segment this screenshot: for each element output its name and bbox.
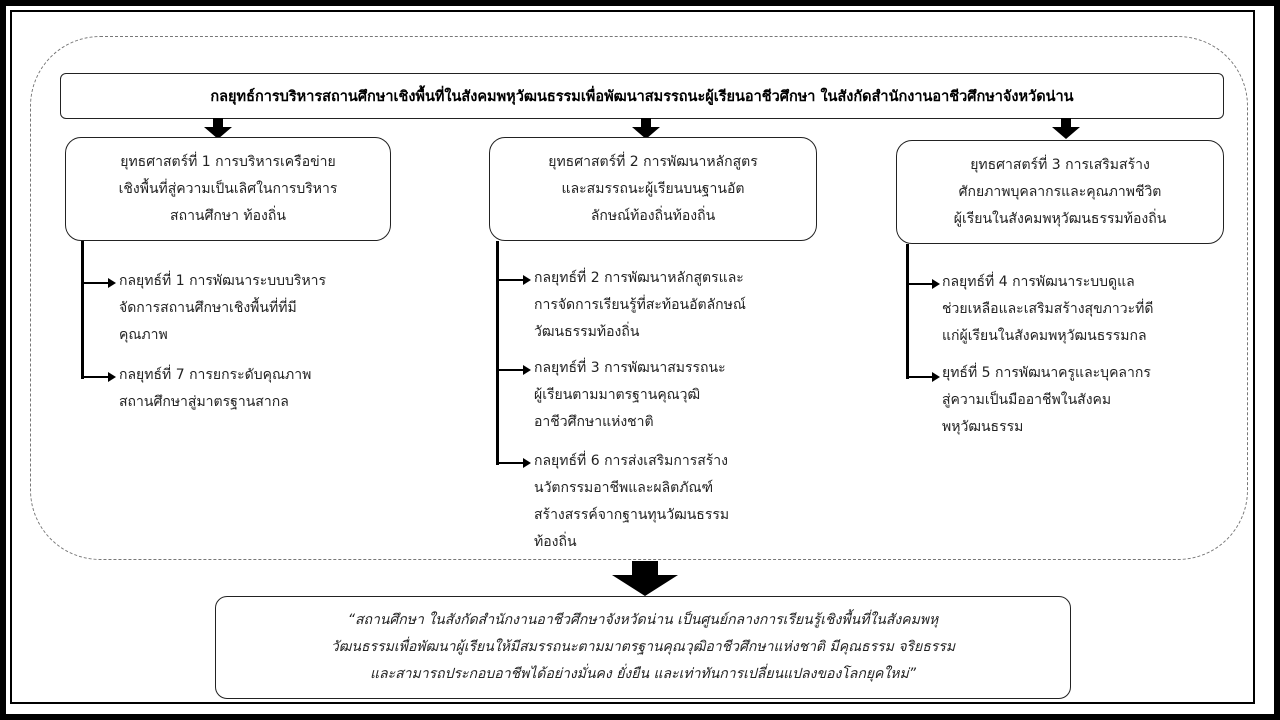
arrow-right-icon (497, 275, 531, 285)
tactic-line: สถานศึกษาสู่มาตรฐานสากล (119, 394, 289, 410)
tactic-line: กลยุทธ์ที่ 6 การส่งเสริมการสร้าง (534, 453, 729, 469)
tactic-line: กลยุทธ์ที่ 2 การพัฒนาหลักสูตรและ (534, 270, 744, 286)
strategy-3-box: ยุทธศาสตร์ที่ 3 การเสริมสร้าง ศักยภาพบุค… (896, 140, 1224, 244)
arrow-right-icon (82, 278, 116, 288)
arrow-down-icon (612, 561, 678, 596)
arrow-right-icon (907, 372, 940, 382)
tactic-line: พหุวัฒนธรรม (942, 419, 1024, 435)
arrow-right-icon (907, 279, 940, 289)
tactic-line: กลยุทธ์ที่ 1 การพัฒนาระบบบริหาร (119, 273, 327, 289)
tactic-line: ยุทธ์ที่ 5 การพัฒนาครูและบุคลากร (942, 365, 1151, 381)
vision-line: และสามารถประกอบอาชีพได้อย่างมั่นคง ยั่งย… (370, 666, 916, 682)
strategy-1-line: สถานศึกษา ท้องถิ่น (170, 207, 286, 224)
tactic-line: คุณภาพ (119, 327, 168, 343)
strategy-3-line: ยุทธศาสตร์ที่ 3 การเสริมสร้าง (970, 156, 1150, 173)
strategy-3-line: ศักยภาพบุคลากรและคุณภาพชีวิต (958, 183, 1162, 200)
strategy-2-line: และสมรรถนะผู้เรียนบนฐานอัต (561, 180, 745, 197)
tactic-4: กลยุทธ์ที่ 4 การพัฒนาระบบดูแล ช่วยเหลือแ… (942, 269, 1153, 350)
strategy-3-connector (906, 244, 909, 379)
tactic-5: ยุทธ์ที่ 5 การพัฒนาครูและบุคลากร สู่ความ… (942, 360, 1151, 441)
vision-line: “สถานศึกษา ในสังกัดสำนักงานอาชีวศึกษาจัง… (347, 612, 939, 628)
tactic-6: กลยุทธ์ที่ 6 การส่งเสริมการสร้าง นวัตกรร… (534, 448, 729, 556)
strategy-1-connector (81, 241, 84, 379)
strategy-2-box: ยุทธศาสตร์ที่ 2 การพัฒนาหลักสูตร และสมรร… (489, 137, 817, 241)
strategy-3-line: ผู้เรียนในสังคมพหุวัฒนธรรมท้องถิ่น (953, 210, 1167, 227)
tactic-line: อาชีวศึกษาแห่งชาติ (534, 414, 654, 430)
arrow-down-icon (632, 118, 660, 139)
tactic-line: จัดการสถานศึกษาเชิงพื้นที่ที่มี (119, 300, 297, 316)
tactic-1: กลยุทธ์ที่ 1 การพัฒนาระบบบริหาร จัดการสถ… (119, 268, 326, 349)
arrow-down-icon (204, 118, 232, 139)
strategy-2-connector (496, 241, 499, 465)
tactic-line: ท้องถิ่น (534, 534, 577, 550)
tactic-3: กลยุทธ์ที่ 3 การพัฒนาสมรรถนะ ผู้เรียนตาม… (534, 355, 726, 436)
tactic-line: ผู้เรียนตามมาตรฐานคุณวุฒิ (534, 387, 701, 403)
tactic-line: กลยุทธ์ที่ 3 การพัฒนาสมรรถนะ (534, 360, 726, 376)
arrow-down-icon (1052, 118, 1080, 139)
arrow-right-icon (497, 365, 531, 375)
tactic-line: ช่วยเหลือและเสริมสร้างสุขภาวะที่ดี (942, 301, 1154, 317)
tactic-line: วัฒนธรรมท้องถิ่น (534, 324, 640, 340)
strategy-1-line: เชิงพื้นที่สู่ความเป็นเลิศในการบริหาร (118, 180, 338, 197)
tactic-line: กลยุทธ์ที่ 4 การพัฒนาระบบดูแล (942, 274, 1135, 290)
strategy-1-line: ยุทธศาสตร์ที่ 1 การบริหารเครือข่าย (120, 153, 336, 170)
tactic-line: การจัดการเรียนรู้ที่สะท้อนอัตลักษณ์ (534, 297, 746, 313)
strategy-1-box: ยุทธศาสตร์ที่ 1 การบริหารเครือข่าย เชิงพ… (65, 137, 391, 241)
main-title: กลยุทธ์การบริหารสถานศึกษาเชิงพื้นที่ในสั… (60, 73, 1224, 119)
strategy-2-line: ลักษณ์ท้องถิ่นท้องถิ่น (590, 207, 716, 224)
outer-frame (10, 10, 1255, 704)
arrow-right-icon (497, 458, 531, 468)
tactic-line: แก่ผู้เรียนในสังคมพหุวัฒนธรรมกล (942, 328, 1147, 344)
tactic-line: สู่ความเป็นมืออาชีพในสังคม (942, 392, 1112, 408)
tactic-2: กลยุทธ์ที่ 2 การพัฒนาหลักสูตรและ การจัดก… (534, 265, 746, 346)
tactic-line: สร้างสรรค์จากฐานทุนวัฒนธรรม (534, 507, 730, 523)
strategy-2-line: ยุทธศาสตร์ที่ 2 การพัฒนาหลักสูตร (548, 153, 758, 170)
tactic-line: นวัตกรรมอาชีพและผลิตภัณฑ์ (534, 480, 714, 496)
vision-line: วัฒนธรรมเพื่อพัฒนาผู้เรียนให้มีสมรรถนะตา… (330, 639, 956, 655)
tactic-line: กลยุทธ์ที่ 7 การยกระดับคุณภาพ (119, 367, 312, 383)
arrow-right-icon (82, 372, 116, 382)
tactic-7: กลยุทธ์ที่ 7 การยกระดับคุณภาพ สถานศึกษาส… (119, 362, 311, 416)
vision-statement: “สถานศึกษา ในสังกัดสำนักงานอาชีวศึกษาจัง… (215, 596, 1071, 699)
strategy-group-outline (30, 36, 1248, 560)
